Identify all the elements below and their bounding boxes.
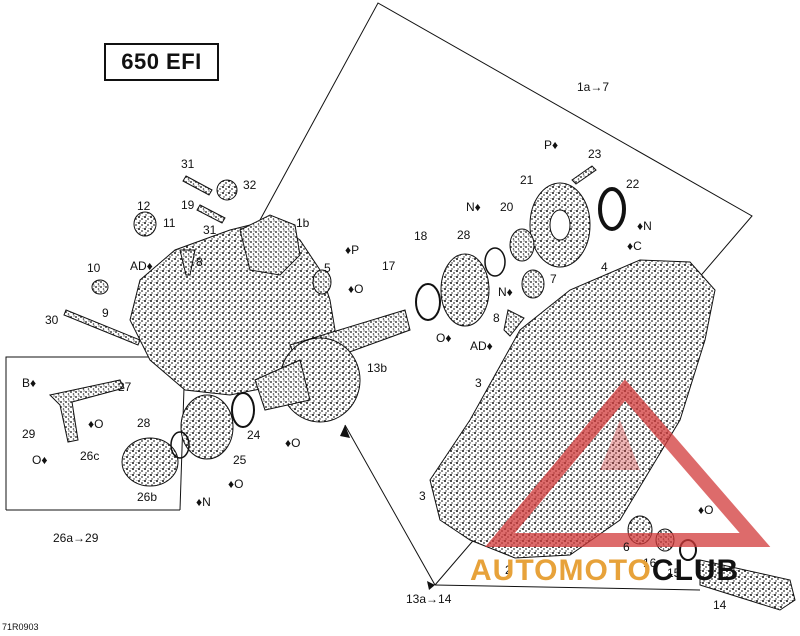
watermark-triangle: [485, 379, 771, 547]
callout-17: 17: [382, 259, 396, 273]
callout-6: 6: [623, 540, 630, 554]
sensor-8-lower: [503, 309, 525, 337]
callout-28-upper: 28: [457, 228, 471, 242]
callout-31-lower: 31: [203, 223, 217, 237]
callout-27: 27: [118, 380, 132, 394]
callout-15: 15: [667, 566, 681, 580]
watermark-part2: CLUB: [651, 554, 740, 587]
callout-2: 2: [505, 563, 512, 577]
shaft-13b: [254, 309, 411, 423]
gear-18: [440, 253, 490, 327]
callout-5: 5: [324, 261, 331, 275]
callout-oil-o-2: O♦: [436, 331, 452, 345]
callout-26c: 26c: [80, 449, 100, 463]
callout-28-lower: 28: [137, 416, 151, 430]
ring-17: [415, 283, 441, 321]
callout-16: 16: [643, 556, 657, 570]
arrow-markers: [340, 425, 435, 590]
callout-oil-c: ♦C: [627, 239, 642, 253]
callout-oil-o-1: ♦O: [348, 282, 364, 296]
bolt-31-upper: [182, 175, 213, 196]
callout-oil-o-7: ♦O: [698, 503, 714, 517]
part-10: [91, 279, 109, 295]
callout-ad-2: AD♦: [470, 339, 493, 353]
callout-8-upper: 8: [196, 255, 203, 269]
model-title-box: 650 EFI: [104, 43, 219, 81]
callout-24: 24: [247, 428, 261, 442]
callout-14: 14: [713, 598, 727, 612]
callout-29: 29: [22, 427, 36, 441]
callout-1b: 1b: [296, 216, 310, 230]
bolt-19: [196, 204, 226, 224]
callout-10: 10: [87, 261, 101, 275]
watermark-text: AUTOMOTOCLUB: [470, 554, 739, 588]
callout-oil-n-4: ♦N: [196, 495, 211, 509]
callout-oil-p-1: ♦P: [345, 243, 360, 257]
callout-13a-to-14: 13a→14: [406, 592, 452, 606]
callout-oil-o-6: ♦O: [228, 477, 244, 491]
callout-oil-n-3: N♦: [498, 285, 513, 299]
callout-20: 20: [500, 200, 514, 214]
callout-oil-p-2: P♦: [544, 138, 559, 152]
callout-3-upper: 3: [475, 376, 482, 390]
callout-oil-o-4: O♦: [32, 453, 48, 467]
shaft-14: [699, 559, 796, 611]
bearing-7: [521, 269, 545, 299]
callout-11: 11: [163, 216, 176, 230]
watermark-part1: AUTOMOTO: [470, 554, 652, 587]
callout-21: 21: [520, 173, 534, 187]
sensor-8-upper: [179, 249, 196, 276]
callout-oil-o-5: ♦O: [285, 436, 301, 450]
callout-oil-b: B♦: [22, 376, 37, 390]
callout-12: 12: [137, 199, 151, 213]
callout-22: 22: [626, 177, 640, 191]
part-32: [216, 179, 238, 201]
ring-22: [598, 187, 626, 231]
gear-26b: [121, 437, 179, 487]
gear-21: [529, 182, 591, 268]
callout-23: 23: [588, 147, 602, 161]
part-12: [133, 211, 157, 237]
callout-32: 32: [243, 178, 257, 192]
callout-30: 30: [45, 313, 59, 327]
callout-oil-n-1: N♦: [466, 200, 481, 214]
gear-25: [180, 394, 234, 460]
callout-26b: 26b: [137, 490, 158, 504]
bolt-30: [63, 309, 141, 346]
callout-3-lower: 3: [419, 489, 426, 503]
model-title: 650 EFI: [121, 49, 202, 74]
callout-18: 18: [414, 229, 428, 243]
callout-8-lower: 8: [493, 311, 500, 325]
callout-9: 9: [102, 306, 109, 320]
callout-7: 7: [550, 272, 557, 286]
part-5: [312, 269, 332, 295]
ring-28-upper: [484, 247, 506, 277]
callout-13b: 13b: [367, 361, 388, 375]
callout-19: 19: [181, 198, 195, 212]
callout-oil-n-2: ♦N: [637, 219, 652, 233]
callout-31-upper: 31: [181, 157, 195, 171]
shift-fork-26c: [48, 379, 125, 443]
bearing-20: [509, 228, 535, 262]
callout-25: 25: [233, 453, 247, 467]
ring-28-lower: [170, 431, 190, 459]
right-crankcase: [429, 259, 716, 559]
left-crankcase: [129, 214, 336, 396]
pin-23: [571, 165, 597, 185]
callout-4: 4: [601, 260, 608, 274]
ring-24: [231, 392, 255, 428]
callout-ad-1: AD♦: [130, 259, 153, 273]
callout-26a-to-29: 26a→29: [53, 531, 99, 545]
callout-oil-o-3: ♦O: [88, 417, 104, 431]
figure-code: 71R0903: [2, 622, 39, 632]
callout-1a-to-7: 1a→7: [577, 80, 610, 94]
